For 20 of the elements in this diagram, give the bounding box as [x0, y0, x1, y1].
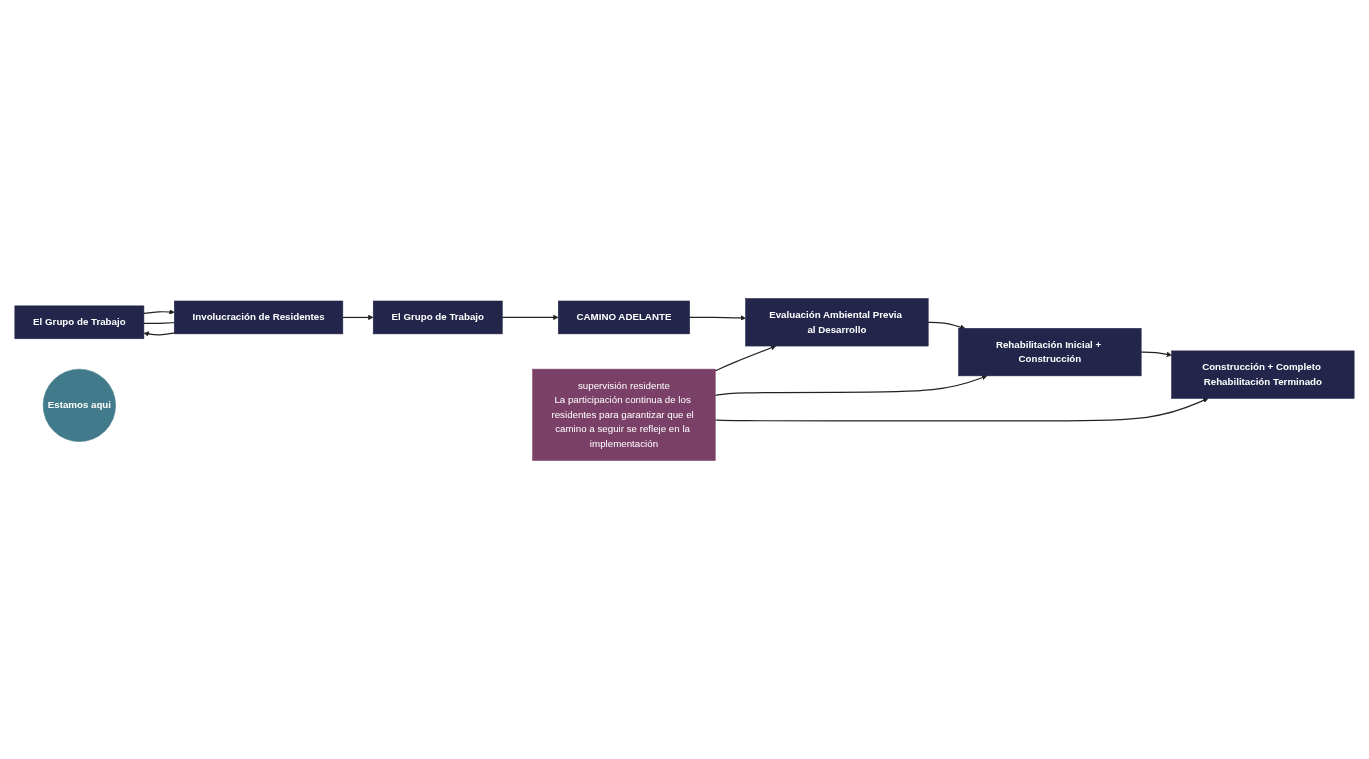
node-box: supervisión residente La participación continua de los residentes para garantizar que el camino a seguir se refleje en la implementación — [532, 368, 716, 461]
arrow — [143, 309, 175, 315]
node-box: Involucración de Residentes — [174, 300, 344, 335]
node-box: CAMINO ADELANTE — [558, 300, 690, 335]
connector — [143, 321, 175, 324]
node-circle: Estamos aqui — [42, 368, 116, 442]
arrow — [501, 314, 559, 321]
arrow — [714, 397, 1209, 422]
arrow — [927, 321, 966, 330]
arrow — [342, 314, 374, 321]
node-box: El Grupo de Trabajo — [14, 305, 145, 340]
arrow — [714, 345, 777, 372]
node-box: Rehabilitación Inicial + Construcción — [958, 328, 1142, 377]
node-box: Construcción + Completo Rehabilitación Terminado — [1171, 350, 1355, 399]
arrow — [143, 331, 175, 337]
arrow — [689, 315, 746, 321]
node-box: Evaluación Ambiental Previa al Desarrollo — [745, 298, 929, 347]
node-box: El Grupo de Trabajo — [372, 300, 503, 335]
arrow — [714, 375, 988, 397]
arrow — [1140, 351, 1172, 357]
